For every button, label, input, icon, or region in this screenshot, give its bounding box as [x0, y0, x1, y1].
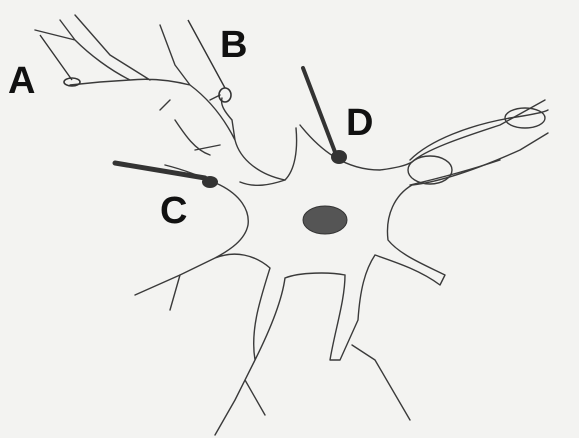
label-d: D	[346, 104, 373, 142]
label-c: C	[160, 192, 187, 230]
label-a: A	[8, 62, 35, 100]
dendrite-upper-left	[35, 15, 285, 180]
nucleus	[303, 206, 347, 234]
terminal-c	[115, 163, 218, 188]
terminal-a	[40, 35, 80, 86]
axon-segment	[410, 110, 548, 185]
label-b: B	[220, 26, 247, 64]
